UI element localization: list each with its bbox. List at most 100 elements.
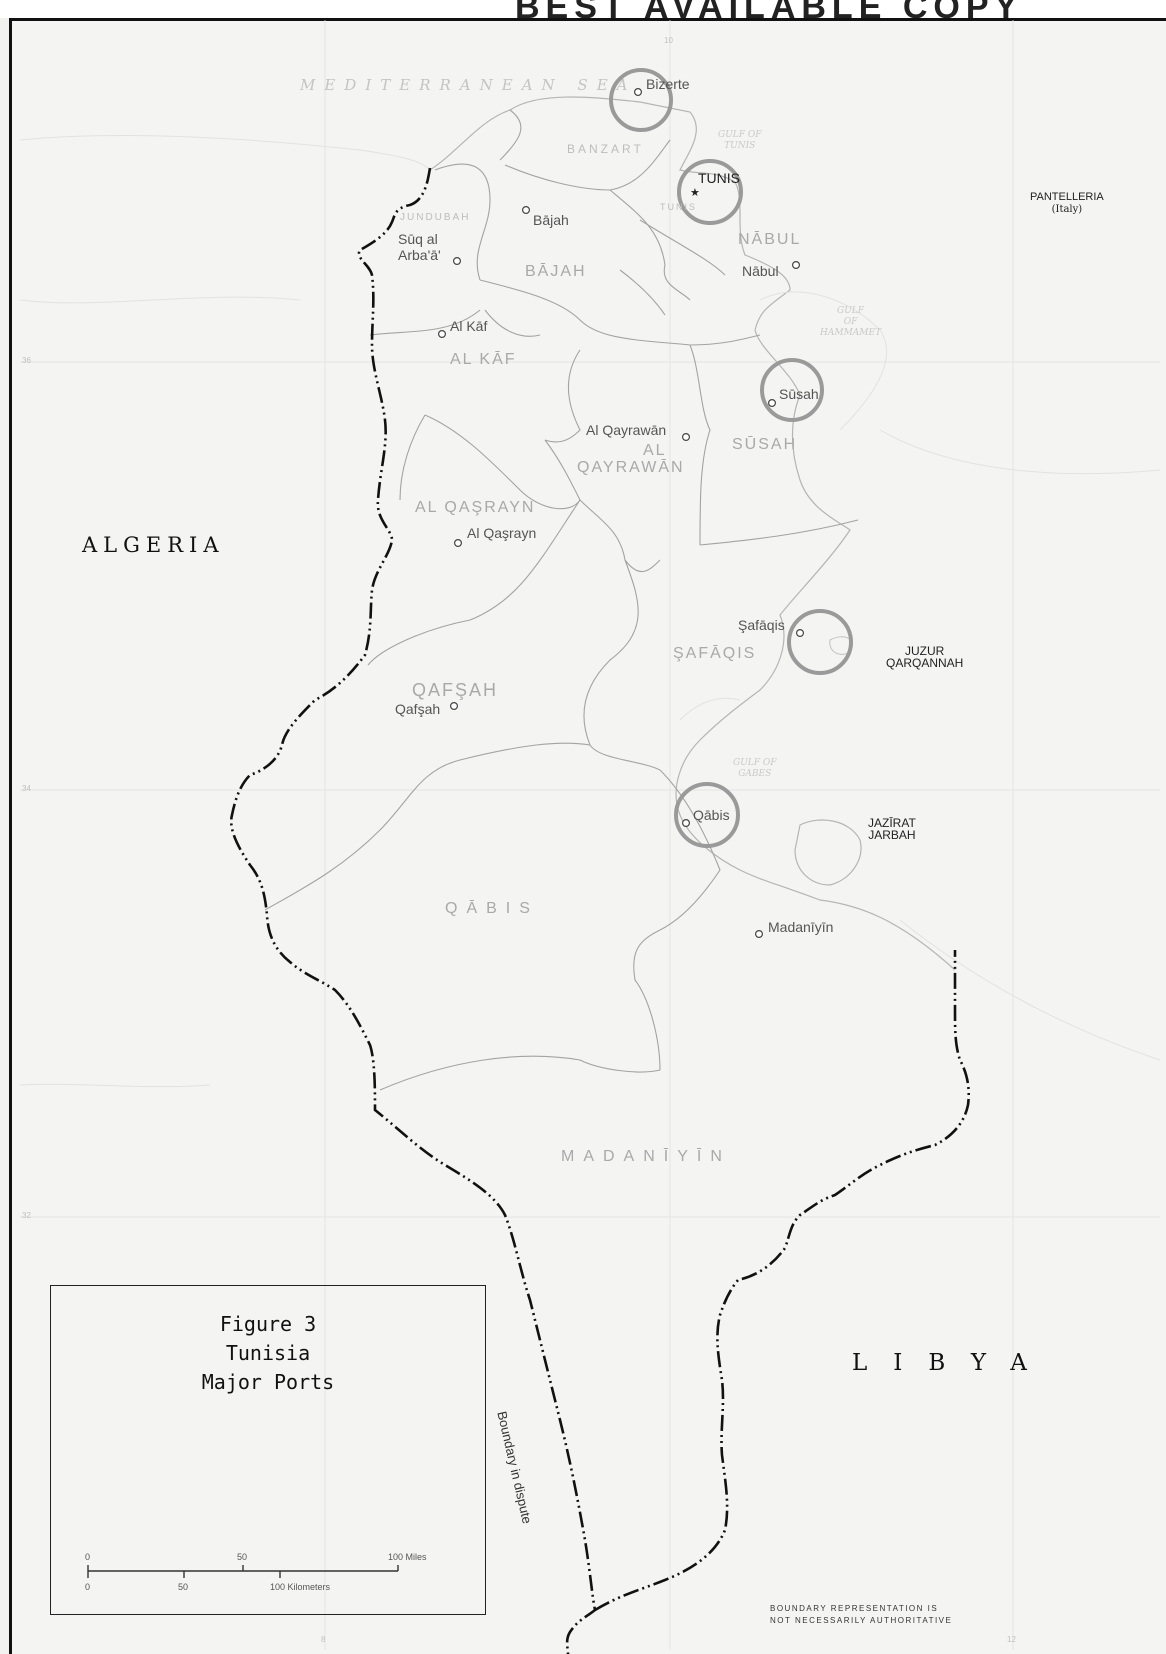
sea-contours (19, 134, 1161, 1088)
region-label-qabis: QĀBIS (445, 900, 539, 917)
city-dot-safaqis (795, 628, 804, 637)
region-label-banzart: BANZART (567, 142, 644, 156)
port-circle-bizerte (609, 68, 673, 132)
city-label-susah: Sūsah (779, 386, 819, 402)
island-jarbah-line2: JARBAH (868, 828, 916, 842)
legend-figure-number: Figure 3 (219, 1312, 317, 1336)
port-circle-susah (760, 358, 824, 422)
city-dot-susah (767, 399, 776, 408)
grid-label-12: 12 (1007, 1635, 1016, 1644)
sea-label: MEDITERRANEAN SEA (300, 76, 637, 94)
legend-title: Figure 3 Tunisia Major Ports (51, 1310, 485, 1397)
country-label-libya: LIBYA (852, 1350, 1053, 1376)
grid-label-34: 34 (22, 784, 31, 793)
pantelleria-name: PANTELLERIA (1030, 191, 1104, 203)
boundary-disclaimer: BOUNDARY REPRESENTATION IS NOT NECESSARI… (770, 1603, 952, 1627)
gulf-hammamet-line3: HAMMAMET (820, 327, 882, 338)
city-dot-bajah (521, 206, 530, 215)
region-label-susah: SŪSAH (732, 436, 798, 453)
city-label-bizerte: Bizerte (646, 76, 690, 92)
governorate-boundaries (264, 109, 859, 1091)
city-label-alkaf: Al Kāf (450, 318, 488, 334)
region-label-jundubah: JUNDUBAH (400, 212, 471, 223)
grid-label-36: 36 (22, 356, 31, 365)
city-dot-qasrayn (454, 538, 463, 547)
region-label-al-qasrayn: AL QAŞRAYN (415, 499, 536, 516)
gulf-hammamet-line2: OF (843, 316, 858, 327)
pantelleria-label: PANTELLERIA (Italy) (1030, 192, 1104, 215)
scale-km-50: 50 (178, 1582, 189, 1592)
region-label-bajah: BĀJAH (525, 263, 587, 280)
region-label-nabul: NĀBUL (738, 231, 802, 248)
gulf-of-hammamet-label: GULF OF HAMMAMET (820, 306, 881, 338)
gulf-gabes-line2: GABES (738, 768, 772, 779)
scale-km-0: 0 (85, 1582, 91, 1592)
top-margin (0, 0, 1166, 18)
city-dot-nabul (791, 261, 800, 270)
region-label-qafsah: QAFŞAH (412, 680, 499, 700)
legend-subject: Major Ports (201, 1370, 335, 1394)
city-label-madaniyin: Madanīyīn (768, 919, 834, 935)
region-label-alkaf: AL KĀF (450, 351, 517, 368)
graticule (20, 20, 1160, 1650)
city-dot-qabis (681, 818, 690, 827)
legend-country: Tunisia (225, 1341, 311, 1365)
region-label-safaqis: ŞAFĀQIS (673, 645, 757, 662)
gulf-of-tunis-label: GULF OF TUNIS (718, 130, 761, 152)
gulf-of-gabes-label: GULF OF GABES (733, 758, 776, 780)
disclaimer-line2: NOT NECESSARILY AUTHORITATIVE (770, 1616, 953, 1625)
scale-miles-50: 50 (237, 1552, 248, 1562)
region-label-tunis: TUNIS (660, 202, 697, 212)
city-label-bajah: Bājah (533, 212, 569, 228)
city-label-tunis: TUNIS (698, 170, 740, 186)
region-label-qayrawan: QAYRAWĀN (577, 459, 685, 476)
capital-star-icon: ★ (690, 187, 700, 199)
city-dot-qafsah (450, 701, 459, 710)
city-label-suq: Sūq al Arba'ā' (398, 231, 441, 263)
map-frame (9, 18, 1166, 1654)
country-label-algeria: ALGERIA (82, 533, 225, 557)
gulf-hammamet-line1: GULF (837, 306, 865, 316)
city-label-qabis: Qābis (693, 807, 730, 823)
jarbah-island (794, 819, 862, 886)
city-label-suq-line1: Sūq al (398, 231, 438, 247)
city-dot-qayrawan (681, 433, 690, 442)
scale-miles-100: 100 Miles (388, 1552, 427, 1562)
city-label-qasrayn: Al Qaşrayn (467, 525, 537, 541)
scale-km-100: 100 Kilometers (270, 1582, 331, 1592)
city-dot-suq (453, 257, 462, 266)
city-dots (438, 87, 804, 938)
gulf-tunis-line2: TUNIS (724, 140, 756, 151)
coastline (429, 96, 956, 971)
disclaimer-line1: BOUNDARY REPRESENTATION IS (770, 1604, 939, 1613)
island-qarqannah-line1: JUZUR (905, 644, 945, 658)
city-label-safaqis: Şafāqis (738, 617, 785, 633)
island-jarbah-line1: JAZĪRAT (868, 816, 916, 830)
pantelleria-note: (Italy) (1051, 204, 1083, 215)
city-dot-madaniyin (754, 929, 763, 938)
city-label-qayrawan: Al Qayrawān (586, 422, 667, 438)
gulf-gabes-line1: GULF OF (733, 758, 777, 768)
city-label-nabul: Nābul (742, 263, 779, 279)
city-dot-bizerte (633, 87, 642, 96)
gulf-tunis-line1: GULF OF (718, 130, 762, 140)
grid-label-10: 10 (664, 36, 673, 45)
region-label-al: AL (643, 442, 667, 459)
region-label-madaniyin: MADANĪYĪN (561, 1148, 731, 1165)
port-markers (609, 68, 853, 848)
port-circle-qabis (674, 782, 740, 848)
island-label-jarbah: JAZĪRAT JARBAH (868, 817, 916, 841)
island-label-qarqannah: JUZUR QARQANNAH (886, 645, 963, 669)
city-label-qafsah: Qafşah (395, 701, 441, 717)
grid-label-32: 32 (22, 1211, 31, 1220)
scale-bar (87, 1565, 399, 1578)
port-circle-tunis (677, 159, 743, 225)
city-label-suq-line2: Arba'ā' (398, 247, 441, 264)
grid-label-8: 8 (321, 1635, 326, 1644)
algeria-border (229, 167, 597, 1654)
scale-miles-0: 0 (85, 1552, 91, 1562)
port-circle-safaqis (787, 609, 853, 675)
legend-box: Figure 3 Tunisia Major Ports (50, 1285, 486, 1615)
island-qarqannah-line2: QARQANNAH (886, 656, 964, 670)
